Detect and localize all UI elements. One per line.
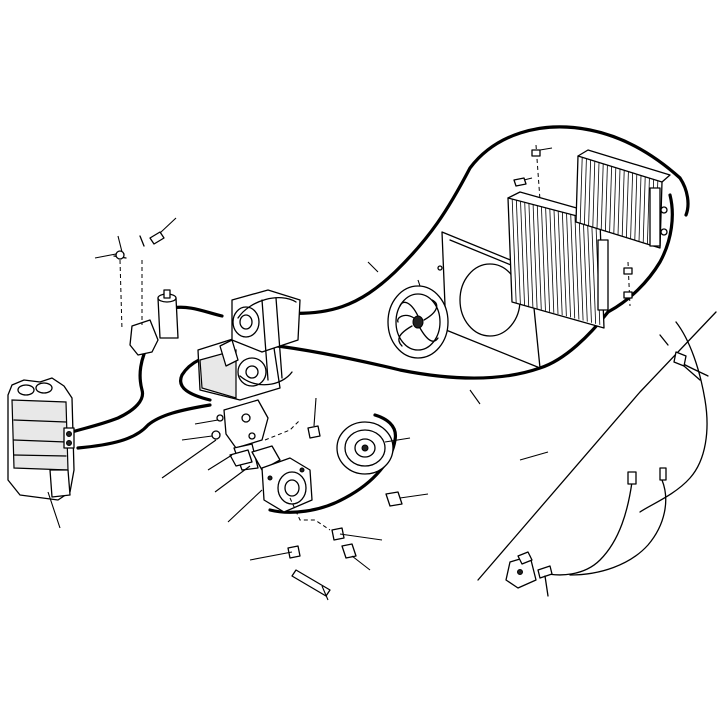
radiator-fin	[545, 207, 551, 312]
radiator-fin	[524, 202, 530, 307]
bolt-icon	[161, 397, 429, 601]
condenser-fin	[584, 158, 587, 225]
condenser-fin	[613, 167, 617, 234]
radiator-fin	[541, 206, 546, 311]
radiator-fin	[591, 219, 597, 324]
condenser-fin	[630, 172, 633, 239]
bolt-icon	[513, 144, 633, 307]
radiator-fin	[532, 204, 538, 309]
section-divider	[367, 261, 717, 581]
pulley-icon	[261, 457, 313, 513]
radiator-fin	[570, 214, 576, 319]
condenser-fin	[588, 159, 591, 226]
evaporator-box-icon	[7, 377, 75, 529]
radiator-fin	[528, 203, 534, 308]
pulley-icon	[336, 421, 411, 475]
receiver-drier-icon	[113, 235, 179, 356]
condenser-fin	[617, 168, 621, 236]
condenser-fin	[626, 171, 629, 238]
condenser-fin	[634, 174, 638, 241]
condenser-icon	[575, 149, 671, 249]
condenser-fin	[592, 161, 596, 228]
pressure-switch-icon	[505, 351, 687, 597]
radiator-fin	[582, 217, 588, 322]
electric-fan-icon	[387, 279, 449, 359]
radiator-fin	[578, 216, 584, 321]
radiator-fin	[536, 205, 542, 310]
mounting-bracket-icon	[223, 399, 281, 471]
radiator-fin	[566, 213, 571, 318]
radiator-fin	[549, 208, 555, 313]
radiator-fin	[520, 201, 525, 306]
compressor-icon	[197, 289, 301, 401]
condenser-fin	[596, 162, 600, 229]
condenser-fin	[605, 165, 608, 232]
radiator-fin	[587, 218, 592, 323]
refrigerant-hoses	[70, 125, 690, 514]
condenser-fin	[609, 166, 612, 233]
condenser-fin	[642, 176, 646, 243]
condenser-fin	[621, 170, 625, 237]
radiator-fin	[561, 212, 567, 317]
radiator-fin	[511, 199, 517, 304]
condenser-fin	[579, 157, 583, 224]
radiator-fin	[515, 200, 521, 305]
radiator-fin	[574, 215, 580, 320]
condenser-fin	[600, 163, 604, 230]
radiator-fin	[553, 209, 559, 315]
condenser-fin	[638, 175, 642, 242]
radiator-fin	[557, 211, 563, 316]
radiator-icon	[507, 191, 613, 329]
condenser-fin	[647, 178, 650, 245]
bolt-icon	[94, 217, 177, 260]
